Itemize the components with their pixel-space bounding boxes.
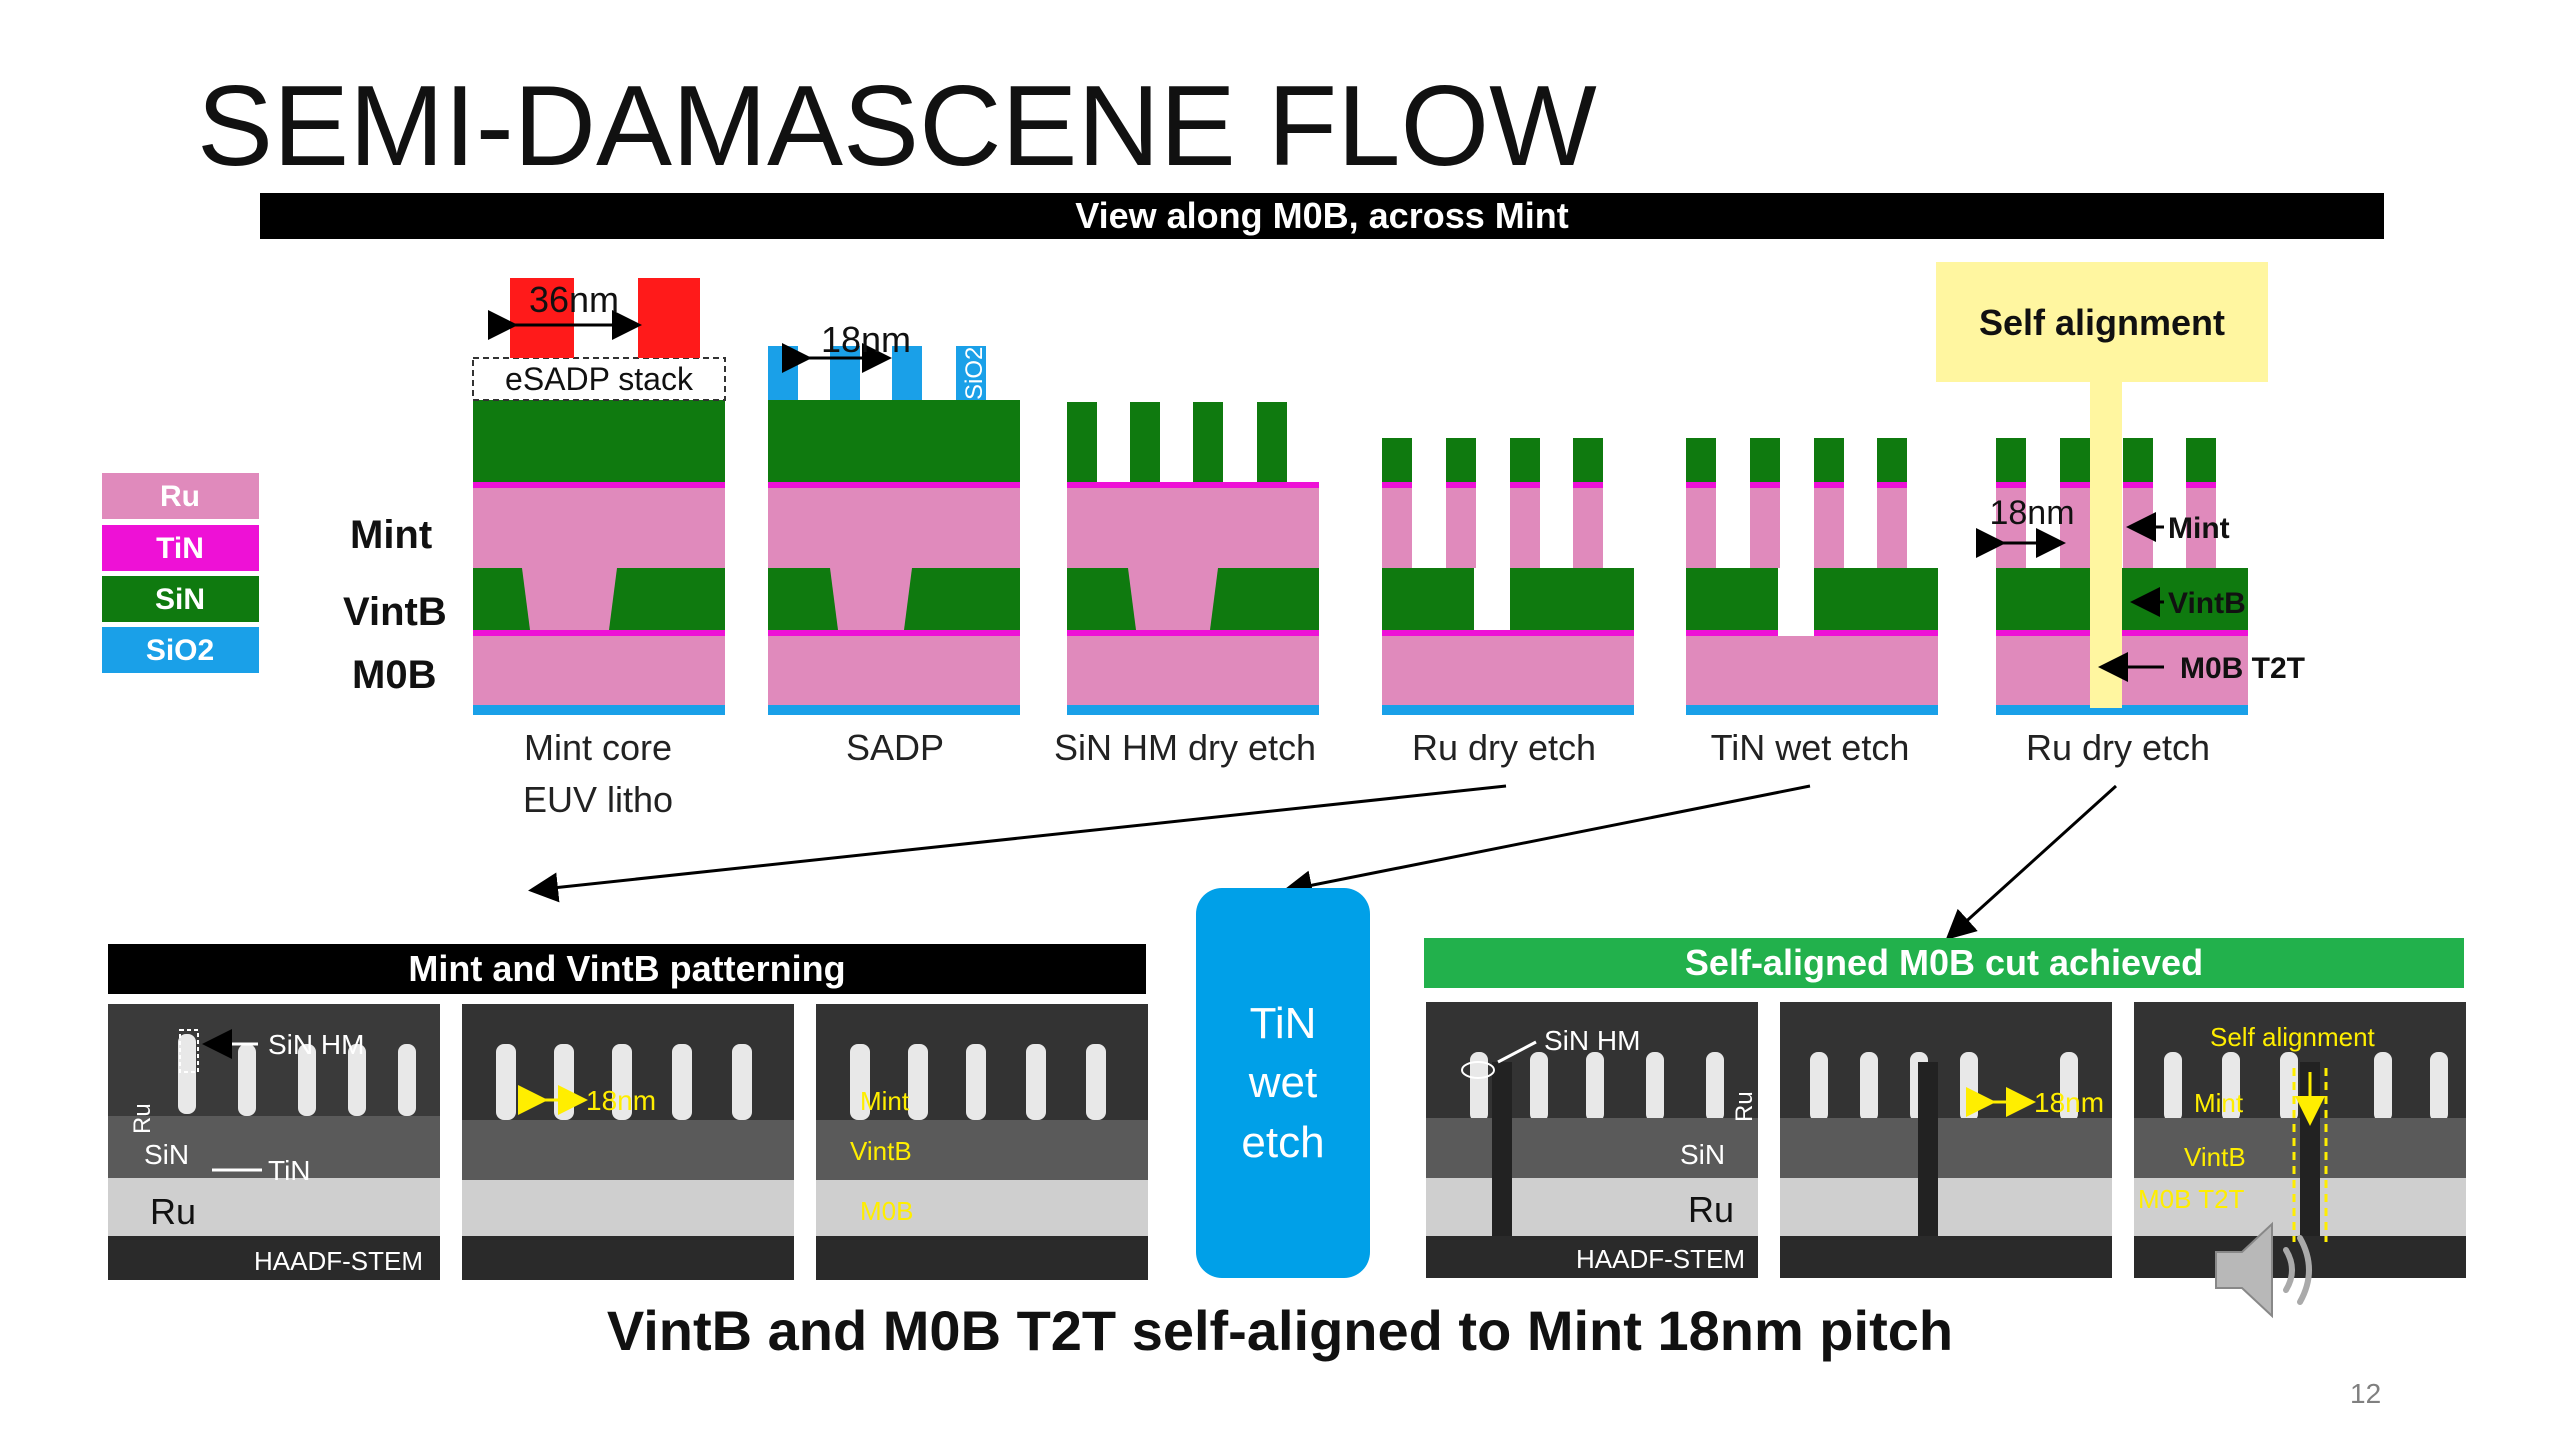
slide-number: 12: [2350, 1378, 2382, 1409]
tem3-m0b: M0B: [860, 1196, 913, 1226]
step-4-schematic: [1382, 438, 1634, 715]
tem-image-left-2: 18nm: [462, 1004, 794, 1280]
speaker-icon[interactable]: [2206, 1210, 2336, 1330]
legend-label-tin: TiN: [156, 532, 204, 565]
annotation-sio2-vertical: SiO2: [961, 347, 988, 400]
tem1-ru-vertical: Ru: [129, 1103, 156, 1134]
self-alignment-column: [2090, 382, 2122, 708]
step-1-label-line1: Mint core: [524, 727, 672, 768]
tem-image-right-1: SiN HM Ru SiN Ru HAADF-STEM: [1426, 1002, 1758, 1278]
legend-swatch-tin: [102, 525, 259, 571]
tin-wet-etch-box: TiN wet etch: [1196, 888, 1370, 1278]
tem4-sin: SiN: [1680, 1139, 1725, 1170]
tem1-tin: TiN: [268, 1155, 311, 1186]
tin-wet-line2: wet: [1248, 1058, 1318, 1108]
legend-swatch-sio2: [102, 627, 259, 673]
tem1-sin-hm: SiN HM: [268, 1029, 364, 1060]
tem1-ru: Ru: [150, 1191, 196, 1232]
legend-label-ru: Ru: [160, 480, 200, 513]
annotation-18nm-last: 18nm: [1989, 494, 2074, 532]
view-bar: View along M0B, across Mint: [260, 193, 2384, 239]
legend-swatch-sin: [102, 576, 259, 622]
step-1-schematic: [472, 278, 726, 715]
tin-wet-line3: etch: [1241, 1117, 1325, 1167]
legend-swatch-ru: [102, 473, 259, 519]
step-4-label: Ru dry etch: [1412, 727, 1596, 768]
tem3-mint: Mint: [860, 1086, 910, 1116]
tem1-caption: HAADF-STEM: [254, 1246, 423, 1276]
tem-image-right-2: 18nm: [1780, 1002, 2112, 1278]
slide-title: SEMI-DAMASCENE FLOW: [197, 63, 1597, 190]
tem4-sin-hm: SiN HM: [1544, 1025, 1640, 1056]
tem3-vintb: VintB: [850, 1136, 912, 1166]
step-5-schematic: [1686, 438, 1938, 715]
layer-label-m0b: M0B: [352, 653, 436, 697]
annotation-36nm: 36nm: [529, 279, 619, 320]
step-1-label-line2: EUV litho: [523, 779, 673, 820]
layer-label-mint: Mint: [350, 513, 432, 557]
annotation-arrow-mint: Mint: [2168, 512, 2230, 545]
annotation-esadp-stack: eSADP stack: [505, 361, 694, 397]
tem-image-left-3: Mint VintB M0B: [816, 1004, 1148, 1280]
arrow-step6-to-selfaligned: [1945, 784, 2118, 941]
annotation-arrow-m0b-t2t: M0B T2T: [2180, 652, 2305, 685]
arrow-step4-to-patterning: [528, 784, 1507, 903]
tem-image-left-1: SiN HM Ru SiN TiN Ru HAADF-STEM: [108, 1004, 440, 1280]
step-3-label: SiN HM dry etch: [1054, 727, 1316, 768]
legend-label-sio2: SiO2: [146, 634, 214, 667]
annotation-arrow-vintb: VintB: [2168, 587, 2246, 620]
conclusion-text: VintB and M0B T2T self-aligned to Mint 1…: [606, 1299, 1954, 1362]
step-5-label: TiN wet etch: [1711, 727, 1910, 768]
layer-label-vintb: VintB: [343, 590, 447, 634]
tem6-vintb: VintB: [2184, 1142, 2246, 1172]
tem6-self-alignment: Self alignment: [2210, 1022, 2376, 1052]
legend: Ru TiN SiN SiO2: [102, 473, 259, 673]
arrow-step5-to-tin-wet: [1282, 784, 1811, 901]
tem1-sin: SiN: [144, 1139, 189, 1170]
tin-wet-line1: TiN: [1249, 998, 1317, 1048]
selfaligned-bar: Self-aligned M0B cut achieved: [1424, 938, 2464, 988]
legend-label-sin: SiN: [155, 583, 205, 616]
tem4-caption: HAADF-STEM: [1576, 1244, 1745, 1274]
tem4-ru-vertical: Ru: [1731, 1091, 1758, 1122]
tem4-ru: Ru: [1688, 1189, 1734, 1230]
self-alignment-callout-box: [1936, 262, 2268, 382]
step-2-schematic: [768, 343, 1020, 715]
tem6-m0b-t2t: M0B T2T: [2138, 1184, 2245, 1214]
tem2-pitch: 18nm: [586, 1085, 656, 1116]
annotation-18nm-sadp: 18nm: [821, 319, 911, 360]
self-alignment-callout: Self alignment: [1979, 302, 2225, 343]
tem5-pitch: 18nm: [2034, 1087, 2104, 1118]
step-2-label: SADP: [846, 727, 944, 768]
step-6-label: Ru dry etch: [2026, 727, 2210, 768]
step-3-schematic: [1067, 402, 1319, 715]
patterning-bar: Mint and VintB patterning: [108, 944, 1146, 994]
step-6-schematic: [1936, 262, 2268, 715]
tem6-mint: Mint: [2194, 1088, 2244, 1118]
